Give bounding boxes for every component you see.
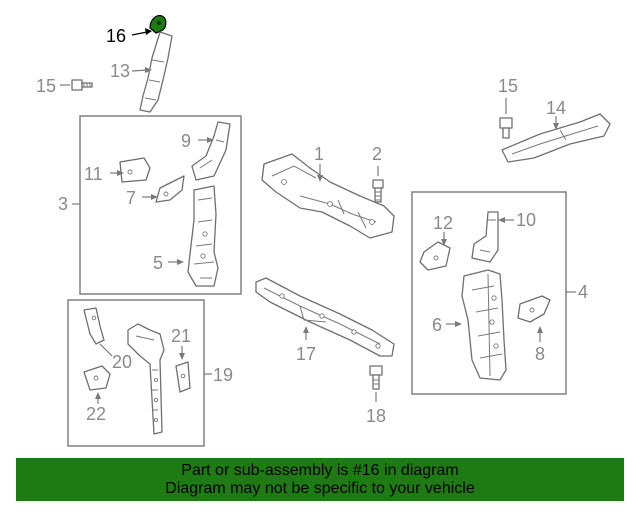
part-20-bracket[interactable] — [83, 307, 105, 345]
banner-line-2: Diagram may not be specific to your vehi… — [165, 480, 475, 497]
part-22-bracket[interactable] — [83, 365, 111, 391]
callout-13[interactable]: 13 — [110, 61, 130, 81]
callout-3[interactable]: 3 — [58, 194, 68, 214]
part-8-bracket[interactable] — [517, 295, 551, 323]
callout-2[interactable]: 2 — [372, 144, 382, 164]
callout-20[interactable]: 20 — [112, 352, 132, 372]
callout-16[interactable]: 16 — [106, 26, 126, 46]
part-13-pillar[interactable] — [139, 31, 173, 113]
group-box-4 — [411, 191, 567, 395]
callout-12[interactable]: 12 — [433, 213, 453, 233]
callout-4[interactable]: 4 — [578, 282, 588, 302]
callout-14[interactable]: 14 — [546, 98, 566, 118]
callout-9[interactable]: 9 — [181, 131, 191, 151]
part-1-radiator-support-upper[interactable] — [261, 153, 395, 239]
part-15-bolt-left[interactable] — [71, 79, 93, 91]
group-box-19 — [67, 299, 205, 447]
callout-17[interactable]: 17 — [296, 344, 316, 364]
part-11-bracket[interactable] — [119, 157, 151, 183]
part-6-side-support[interactable] — [461, 269, 507, 381]
arrow-16 — [145, 28, 152, 35]
info-banner: Part or sub-assembly is #16 in diagram D… — [16, 458, 624, 501]
leader-16 — [131, 31, 148, 36]
part-2-bolt[interactable] — [372, 179, 384, 203]
callout-19[interactable]: 19 — [213, 365, 233, 385]
part-14-arm[interactable] — [501, 113, 611, 163]
callout-22[interactable]: 22 — [86, 404, 106, 424]
part-16-clip[interactable] — [149, 15, 167, 34]
part-5-side-support[interactable] — [187, 185, 219, 287]
callout-11[interactable]: 11 — [84, 164, 103, 184]
part-9-bracket[interactable] — [191, 121, 231, 181]
part-10-bracket[interactable] — [471, 211, 499, 263]
callout-15-right[interactable]: 15 — [498, 76, 518, 96]
part-21-bracket[interactable] — [175, 361, 191, 393]
part-15-bolt-right[interactable] — [499, 117, 513, 139]
callout-5[interactable]: 5 — [153, 253, 163, 273]
part-18-bolt[interactable] — [369, 365, 383, 390]
part-12-bracket[interactable] — [419, 241, 451, 271]
callout-10[interactable]: 10 — [516, 210, 536, 230]
callout-8[interactable]: 8 — [535, 344, 545, 364]
callout-7[interactable]: 7 — [126, 188, 136, 208]
part-7-bracket[interactable] — [155, 175, 185, 203]
callout-1[interactable]: 1 — [314, 144, 324, 164]
callout-21[interactable]: 21 — [171, 326, 191, 346]
banner-line-1: Part or sub-assembly is #16 in diagram — [181, 462, 459, 479]
callout-15-left[interactable]: 15 — [36, 76, 56, 96]
part-17-radiator-support-lower[interactable] — [255, 277, 395, 357]
part-19-support[interactable] — [127, 323, 165, 435]
group-box-3 — [79, 115, 242, 295]
callout-6[interactable]: 6 — [432, 315, 442, 335]
callout-18[interactable]: 18 — [366, 406, 386, 426]
